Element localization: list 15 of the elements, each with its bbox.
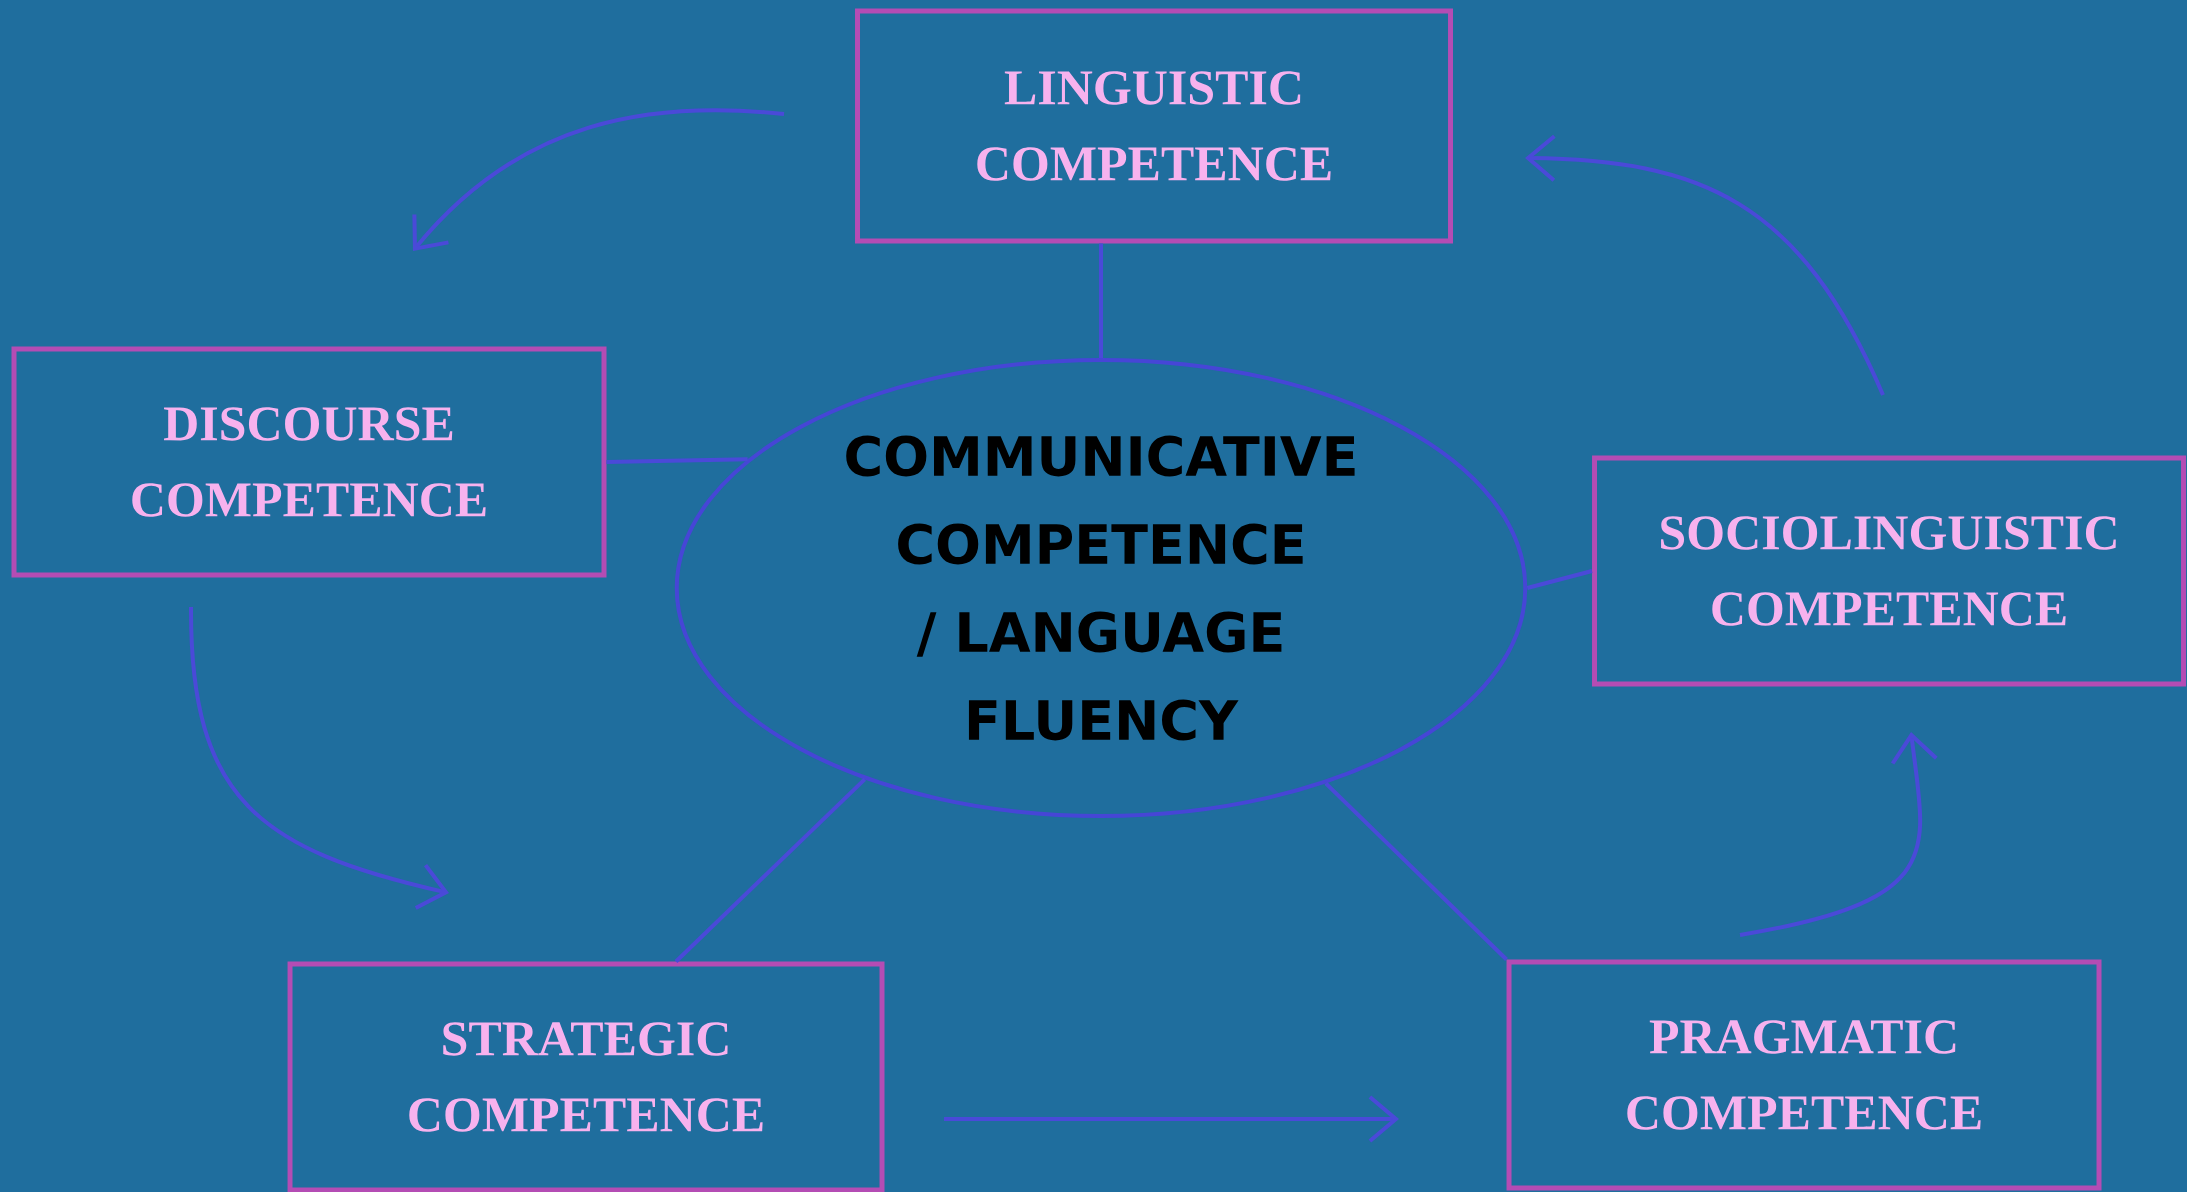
- text-box: PRAGMATIC COMPETENCE: [1506, 959, 2102, 1191]
- arrow: [1525, 134, 1885, 396]
- arrow: [189, 606, 449, 910]
- arrow: [412, 108, 785, 251]
- text-box: LINGUISTIC COMPETENCE: [855, 8, 1453, 244]
- text-box: SOCIOLINGUISTIC COMPETENCE: [1592, 455, 2187, 687]
- connector-line: [674, 777, 867, 963]
- arrow: [1739, 732, 1938, 937]
- arrow: [944, 1095, 1399, 1143]
- text-box: STRATEGIC COMPETENCE: [287, 961, 885, 1192]
- connector-line: [1099, 243, 1103, 358]
- connector-line: [1526, 569, 1593, 590]
- text-box: DISCOURSE COMPETENCE: [11, 346, 607, 578]
- connector-line: [1324, 781, 1508, 961]
- connector-line: [606, 457, 748, 464]
